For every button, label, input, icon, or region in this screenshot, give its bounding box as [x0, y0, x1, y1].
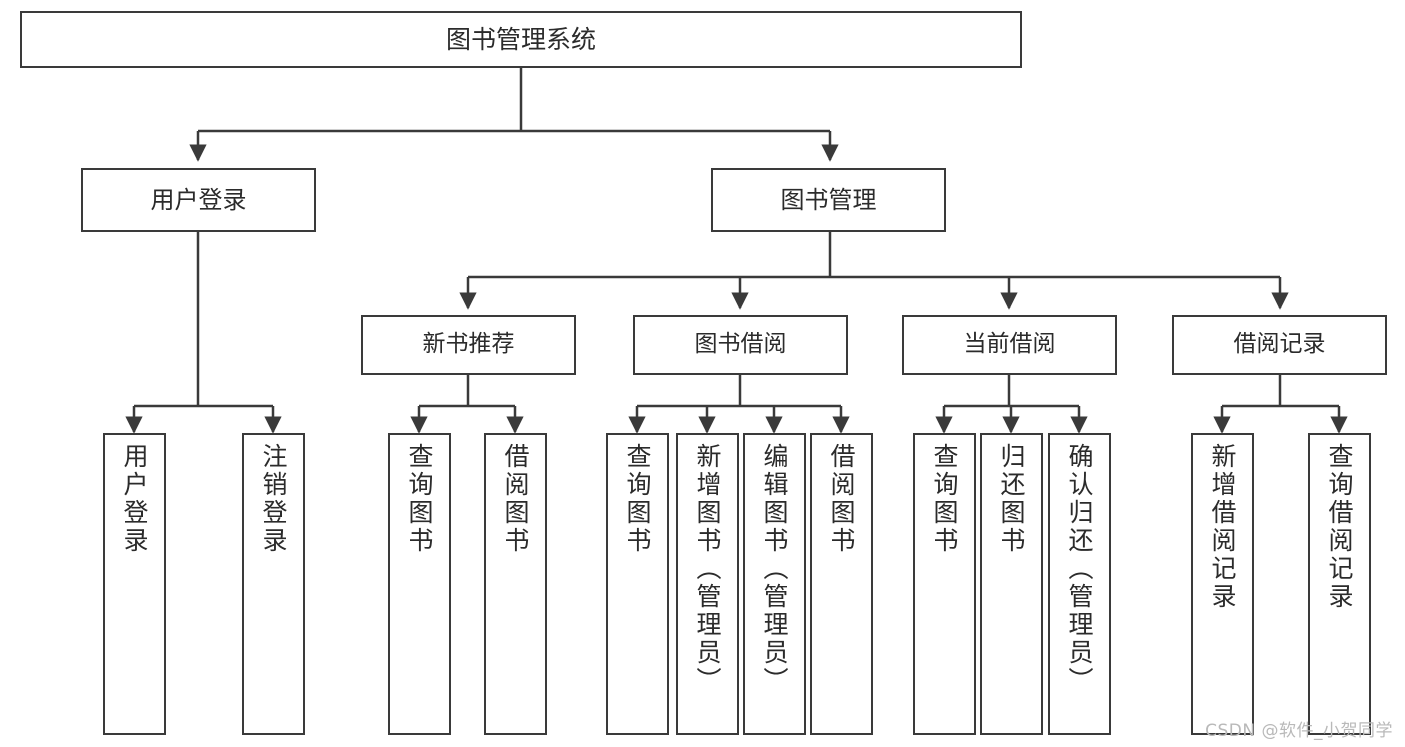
node-label: 新增借阅记录	[1208, 443, 1237, 611]
node-label: 新增图书（管理员）	[693, 443, 722, 695]
node-label: 图书管理	[780, 185, 877, 214]
leaf-book-borrow-add-book-admin[interactable]: 新增图书（管理员）	[676, 433, 739, 735]
leaf-current-borrow-confirm-return-admin[interactable]: 确认归还（管理员）	[1048, 433, 1111, 735]
leaf-user-login-login[interactable]: 用户登录	[103, 433, 166, 735]
node-label: 当前借阅	[963, 331, 1056, 358]
node-new-book-recommend[interactable]: 新书推荐	[361, 315, 576, 375]
node-label: 用户登录	[150, 185, 247, 214]
node-label: 图书借阅	[694, 331, 787, 358]
leaf-book-borrow-borrow-book[interactable]: 借阅图书	[810, 433, 873, 735]
node-label: 用户登录	[120, 443, 149, 555]
node-label: 新书推荐	[422, 331, 515, 358]
node-current-borrow[interactable]: 当前借阅	[902, 315, 1117, 375]
node-label: 注销登录	[259, 443, 288, 555]
node-label: 确认归还（管理员）	[1065, 443, 1094, 695]
node-label: 归还图书	[997, 443, 1026, 555]
leaf-book-borrow-query-book[interactable]: 查询图书	[606, 433, 669, 735]
node-label: 借阅图书	[501, 443, 530, 555]
node-label: 借阅记录	[1233, 331, 1326, 358]
node-borrow-record[interactable]: 借阅记录	[1172, 315, 1387, 375]
leaf-current-borrow-return-book[interactable]: 归还图书	[980, 433, 1043, 735]
csdn-watermark: CSDN @软件_小贺同学	[1205, 721, 1393, 741]
leaf-user-login-logout[interactable]: 注销登录	[242, 433, 305, 735]
leaf-borrow-record-add-record[interactable]: 新增借阅记录	[1191, 433, 1254, 735]
node-label: 查询图书	[405, 443, 434, 555]
leaf-current-borrow-query-book[interactable]: 查询图书	[913, 433, 976, 735]
node-label: 查询图书	[930, 443, 959, 555]
node-label: 编辑图书（管理员）	[760, 443, 789, 695]
node-book-management[interactable]: 图书管理	[711, 168, 946, 232]
node-label: 查询借阅记录	[1325, 443, 1354, 611]
node-user-login[interactable]: 用户登录	[81, 168, 316, 232]
node-book-borrow[interactable]: 图书借阅	[633, 315, 848, 375]
leaf-borrow-record-query-record[interactable]: 查询借阅记录	[1308, 433, 1371, 735]
node-root-book-management-system[interactable]: 图书管理系统	[20, 11, 1022, 68]
leaf-new-book-query-book[interactable]: 查询图书	[388, 433, 451, 735]
node-label: 借阅图书	[827, 443, 856, 555]
leaf-book-borrow-edit-book-admin[interactable]: 编辑图书（管理员）	[743, 433, 806, 735]
node-label: 图书管理系统	[445, 24, 596, 54]
leaf-new-book-borrow-book[interactable]: 借阅图书	[484, 433, 547, 735]
node-label: 查询图书	[623, 443, 652, 555]
